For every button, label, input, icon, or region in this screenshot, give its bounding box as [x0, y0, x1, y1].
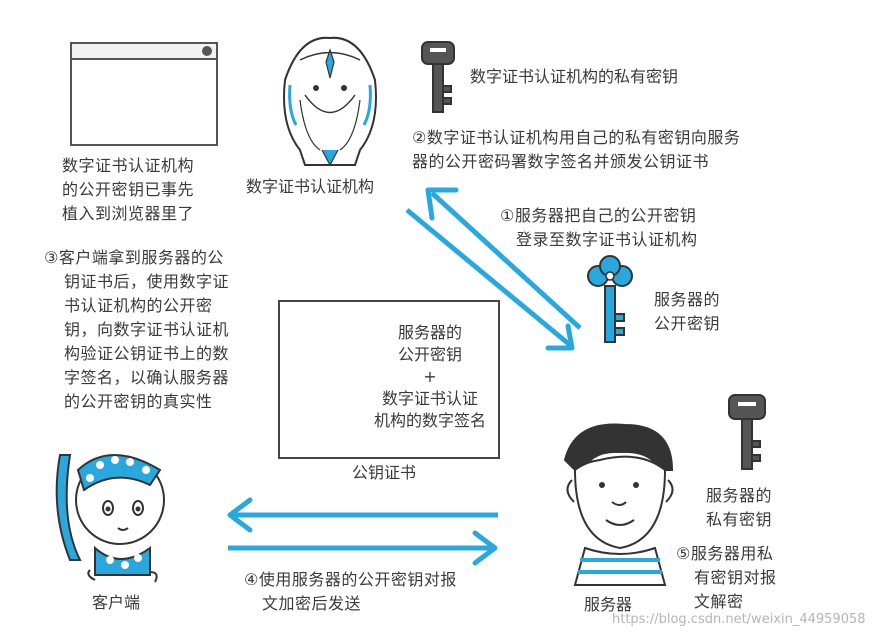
step1-line: 登录至数字证书认证机构 — [516, 230, 698, 249]
server-figure-icon — [563, 423, 674, 586]
step2-line: ②数字证书认证机构用自己的私有密钥向服务 — [412, 128, 741, 147]
browser-titlebar — [72, 44, 216, 60]
ca-private-key-icon — [421, 41, 455, 113]
step2-text: ②数字证书认证机构用自己的私有密钥向服务 器的公开密码署数字签名并颁发公钥证书 — [412, 126, 812, 174]
server-public-key-label-line: 服务器的 — [654, 290, 721, 309]
browser-button-icon — [202, 46, 212, 56]
public-key-certificate — [278, 300, 500, 459]
arrow-server-to-client — [227, 497, 498, 533]
ca-figure-icon — [283, 36, 377, 167]
watermark: https://blog.csdn.net/weixin_44959058 — [612, 612, 866, 627]
step5-line: 有密钥对报 — [694, 568, 777, 587]
ca-private-key-label: 数字证书认证机构的私有密钥 — [470, 67, 679, 86]
ca-label: 数字证书认证机构 — [246, 177, 375, 196]
step1-text: ①服务器把自己的公开密钥 登录至数字证书认证机构 — [500, 204, 760, 252]
server-private-key-label-line: 私有密钥 — [706, 510, 773, 529]
step3-line: ③客户端拿到服务器的公 — [44, 248, 224, 267]
step3-line: 书认证机构的公开密 — [64, 296, 213, 315]
server-public-key-label-line: 公开密钥 — [654, 314, 721, 333]
browser-window — [70, 42, 218, 146]
step3-line: 构验证公钥证书上的数 — [64, 344, 230, 363]
browser-caption-line: 植入到浏览器里了 — [62, 204, 195, 223]
step3-line: 的公开密钥的真实性 — [64, 392, 213, 411]
browser-caption-line: 数字证书认证机构 — [62, 156, 195, 175]
server-private-key-label: 服务器的 私有密钥 — [706, 484, 772, 532]
arrow-client-to-server — [228, 530, 498, 566]
server-private-key-icon — [728, 394, 766, 470]
step1-line: ①服务器把自己的公开密钥 — [500, 206, 697, 225]
server-public-key-label: 服务器的 公开密钥 — [654, 288, 720, 336]
step5-line: 文解密 — [694, 592, 744, 611]
step3-line: 钥，向数字证书认证机 — [64, 320, 230, 339]
step4-line: ④使用服务器的公开密钥对报 — [244, 570, 457, 589]
certificate-content: 服务器的 公开密钥 + 数字证书认证 机构的数字签名 — [360, 322, 500, 432]
certificate-line: 数字证书认证 — [381, 389, 478, 408]
certificate-line: 机构的数字签名 — [373, 411, 486, 430]
step4-text: ④使用服务器的公开密钥对报 文加密后发送 — [244, 568, 544, 616]
certificate-caption: 公钥证书 — [352, 463, 417, 482]
browser-caption: 数字证书认证机构 的公开密钥已事先 植入到浏览器里了 — [62, 154, 232, 226]
certificate-line: 服务器的 — [397, 323, 462, 342]
certificate-line: + — [423, 367, 437, 386]
server-public-key-icon — [587, 255, 633, 343]
server-private-key-label-line: 服务器的 — [706, 486, 773, 505]
arrow-ca-to-server — [405, 208, 575, 351]
server-label: 服务器 — [584, 595, 633, 614]
certificate-line: 公开密钥 — [397, 345, 462, 364]
step3-line: 钥证书后，使用数字证 — [64, 272, 230, 291]
step5-line: ⑤服务器用私 — [676, 544, 774, 563]
step3-line: 字签名，以确认服务器 — [64, 368, 230, 387]
client-figure-icon — [55, 454, 165, 583]
client-label: 客户端 — [92, 593, 141, 612]
step5-text: ⑤服务器用私 有密钥对报 文解密 — [676, 542, 806, 614]
step2-line: 器的公开密码署数字签名并颁发公钥证书 — [412, 152, 710, 171]
arrow-server-to-ca — [425, 187, 582, 330]
step3-text: ③客户端拿到服务器的公 钥证书后，使用数字证 书认证机构的公开密 钥，向数字证书… — [44, 246, 274, 414]
step4-line: 文加密后发送 — [262, 594, 362, 613]
browser-caption-line: 的公开密钥已事先 — [62, 180, 195, 199]
